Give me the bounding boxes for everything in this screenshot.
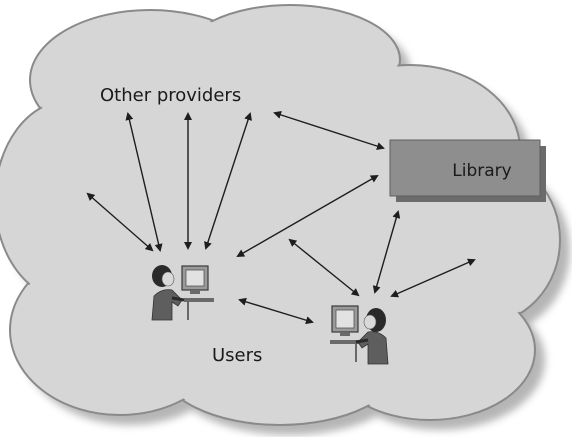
arrow-user2-provider-a — [288, 238, 360, 297]
arrow-user2-provider-b — [390, 258, 476, 298]
arrow-user1-user2 — [238, 297, 314, 325]
library-label: Library — [452, 161, 511, 181]
arrows — [86, 111, 476, 325]
arrow-user1-provider-c — [204, 112, 252, 250]
providers-label: Other providers — [100, 85, 241, 106]
cloud-shape — [0, 4, 561, 426]
arrow-user1-library — [236, 175, 379, 257]
library-node: Library — [389, 139, 546, 202]
user-1-icon — [151, 265, 214, 321]
arrow-user1-left-provider — [86, 192, 154, 252]
arrow-providers-library — [273, 111, 385, 150]
arrow-user1-provider-a — [125, 112, 163, 252]
users-label: Users — [212, 345, 262, 366]
user-2-icon — [330, 305, 389, 365]
library-box — [389, 139, 541, 197]
arrow-user2-library — [372, 210, 401, 294]
